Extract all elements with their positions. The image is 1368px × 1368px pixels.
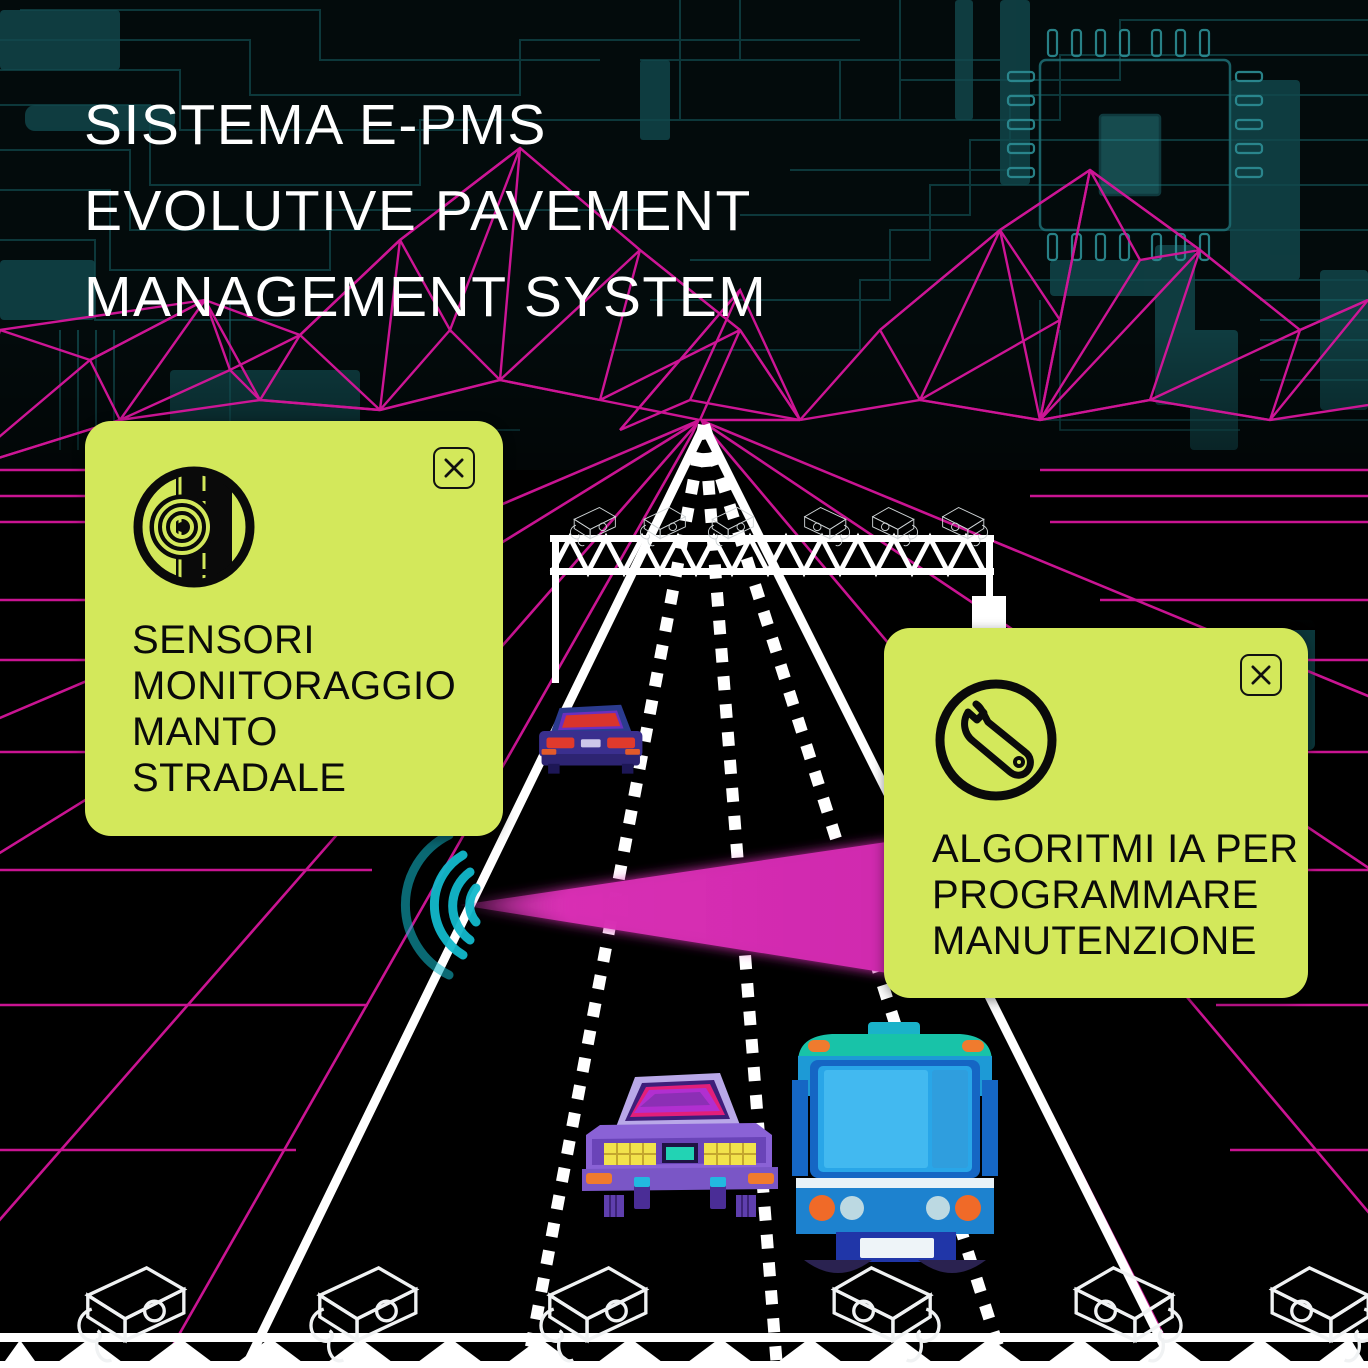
gantry-far	[549, 532, 1006, 683]
card-sensori-label: SENSORI MONITORAGGIO MANTO STRADALE	[132, 618, 457, 800]
wrench-icon	[932, 676, 1060, 804]
gantry-near	[0, 1333, 1368, 1368]
card-sensori-monitoraggio[interactable]: SENSORI MONITORAGGIO MANTO STRADALE	[85, 421, 503, 836]
close-x-glyph	[1251, 665, 1271, 685]
card-algoritmi-ia[interactable]: ALGORITMI IA PER PROGRAMMARE MANUTENZION…	[884, 628, 1308, 998]
close-icon[interactable]	[1240, 654, 1282, 696]
card-algoritmi-label: ALGORITMI IA PER PROGRAMMARE MANUTENZION…	[932, 827, 1299, 963]
purple-sports-car	[582, 1073, 778, 1217]
road-sensor-icon	[130, 463, 258, 591]
close-x-glyph	[444, 458, 464, 478]
camera-icon-row-far	[569, 506, 989, 547]
blue-sedan-far	[539, 704, 643, 774]
close-icon[interactable]	[433, 447, 475, 489]
blue-bus	[792, 1022, 998, 1273]
sensor-rings-icon	[400, 830, 481, 980]
camera-icon-row-near	[77, 1266, 1368, 1363]
